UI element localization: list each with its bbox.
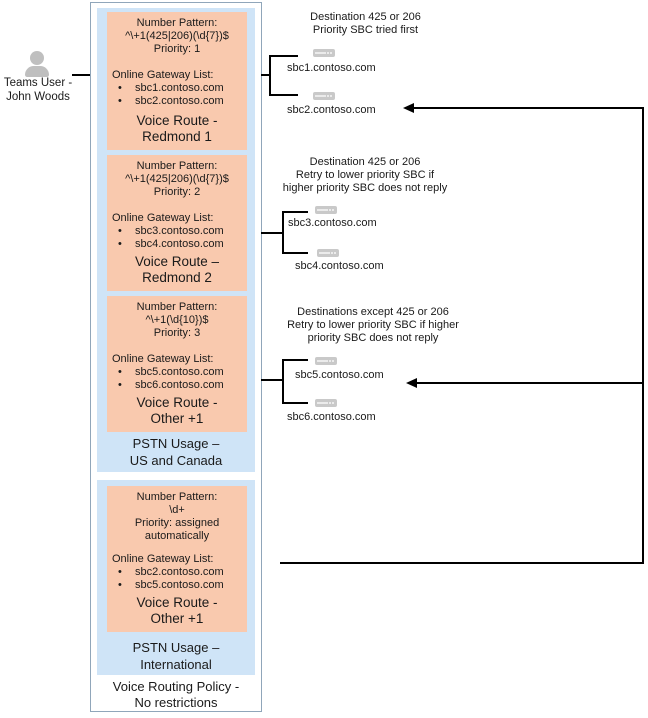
sbc-server-icon — [315, 357, 337, 365]
bullet-icon: • — [118, 238, 122, 250]
gateway-list-label: Online Gateway List: — [112, 69, 214, 81]
annotation-priority-first: Destination 425 or 206 Priority SBC trie… — [310, 11, 421, 36]
route2-bracket-vertical — [282, 211, 284, 254]
priority: Priority: 2 — [153, 186, 201, 198]
feedback-bottom-line — [280, 562, 644, 564]
gateway-list-label: Online Gateway List: — [112, 212, 214, 224]
route2-branch-sbc4 — [282, 252, 308, 254]
gateway-name: sbc2.contoso.com — [135, 95, 224, 107]
gateway-name: sbc5.contoso.com — [135, 366, 224, 378]
gateway-item: • sbc1.contoso.com — [107, 82, 224, 95]
pattern-label: Number Pattern: — [136, 160, 218, 172]
sbc4-label: sbc4.contoso.com — [295, 260, 384, 272]
pattern-label: Number Pattern: — [136, 301, 218, 313]
pattern-regex: ^\+1(425|206)(\d{7})$ — [125, 173, 229, 185]
route3-branch-sbc5 — [282, 359, 308, 361]
gateway-item: • sbc4.contoso.com — [107, 238, 224, 251]
sbc-server-icon — [313, 49, 335, 57]
gateway-item: • sbc2.contoso.com — [107, 566, 224, 579]
annotation-retry-425-206: Destination 425 or 206 Retry to lower pr… — [282, 156, 448, 194]
sbc-server-icon — [313, 92, 335, 100]
voice-route-international-box: Number Pattern: \d+ Priority: assigned a… — [107, 486, 247, 632]
priority: Priority: 1 — [153, 43, 201, 55]
route2-bracket-stub — [261, 232, 283, 234]
pattern-label: Number Pattern: — [136, 17, 218, 29]
route1-branch-sbc1 — [269, 55, 298, 57]
arrowhead-to-sbc2 — [403, 103, 414, 113]
route3-bracket-stub — [261, 379, 283, 381]
sbc2-label: sbc2.contoso.com — [287, 104, 376, 116]
bullet-icon: • — [118, 379, 122, 391]
pattern-regex: ^\+1(425|206)(\d{7})$ — [125, 30, 229, 42]
gateway-name: sbc4.contoso.com — [135, 238, 224, 250]
sbc-server-icon — [317, 249, 339, 257]
pstn-usage-international-label: PSTN Usage – International — [132, 640, 220, 672]
gateway-name: sbc3.contoso.com — [135, 225, 224, 237]
voice-route-title: Voice Route - Other +1 — [136, 395, 218, 426]
gateway-item: • sbc5.contoso.com — [107, 366, 224, 379]
route1-bracket-vertical — [269, 55, 271, 96]
priority: Priority: 3 — [153, 327, 201, 339]
voice-route-other1-box: Number Pattern: ^\+1(\d{10})$ Priority: … — [107, 296, 247, 432]
route3-branch-sbc6 — [282, 402, 308, 404]
user-to-policy-connector — [72, 74, 90, 76]
bullet-icon: • — [118, 566, 122, 578]
gateway-name: sbc5.contoso.com — [135, 579, 224, 591]
gateway-name: sbc2.contoso.com — [135, 566, 224, 578]
gateway-item: • sbc2.contoso.com — [107, 95, 224, 108]
gateway-list-label: Online Gateway List: — [112, 353, 214, 365]
pattern-regex: \d+ — [169, 504, 185, 516]
sbc-server-icon — [315, 399, 337, 407]
sbc6-label: sbc6.contoso.com — [287, 411, 376, 423]
priority: Priority: assigned automatically — [134, 517, 220, 542]
arrow-line-to-sbc2 — [413, 107, 644, 109]
voice-route-redmond1-box: Number Pattern: ^\+1(425|206)(\d{7})$ Pr… — [107, 12, 247, 150]
user-icon — [30, 51, 44, 65]
route1-branch-sbc2 — [269, 94, 298, 96]
voice-route-title: Voice Route - Other +1 — [136, 595, 218, 626]
voice-route-title: Voice Route - Redmond 1 — [136, 113, 218, 144]
route2-branch-sbc3 — [282, 211, 308, 213]
arrow-line-to-sbc5 — [416, 382, 644, 384]
arrowhead-to-sbc5 — [406, 378, 417, 388]
pattern-regex: ^\+1(\d{10})$ — [145, 314, 209, 326]
gateway-name: sbc1.contoso.com — [135, 82, 224, 94]
sbc-server-icon — [315, 206, 337, 214]
bullet-icon: • — [118, 366, 122, 378]
gateway-item: • sbc3.contoso.com — [107, 225, 224, 238]
gateway-item: • sbc6.contoso.com — [107, 379, 224, 392]
voice-routing-policy-title: Voice Routing Policy - No restrictions — [112, 679, 240, 710]
route3-bracket-vertical — [282, 359, 284, 404]
sbc1-label: sbc1.contoso.com — [287, 62, 376, 74]
teams-user-label: Teams User - John Woods — [3, 77, 73, 103]
bullet-icon: • — [118, 579, 122, 591]
route1-bracket-stub — [261, 74, 271, 76]
bullet-icon: • — [118, 95, 122, 107]
gateway-name: sbc6.contoso.com — [135, 379, 224, 391]
pattern-label: Number Pattern: — [136, 491, 218, 503]
feedback-vertical-line — [642, 107, 644, 564]
bullet-icon: • — [118, 82, 122, 94]
pstn-usage-us-canada-label: PSTN Usage – US and Canada — [129, 436, 223, 468]
voice-route-redmond2-box: Number Pattern: ^\+1(425|206)(\d{7})$ Pr… — [107, 155, 247, 291]
sbc3-label: sbc3.contoso.com — [288, 217, 377, 229]
gateway-list-label: Online Gateway List: — [112, 553, 214, 565]
voice-route-title: Voice Route – Redmond 2 — [134, 254, 220, 285]
user-icon-body — [25, 66, 49, 77]
bullet-icon: • — [118, 225, 122, 237]
sbc5-label: sbc5.contoso.com — [295, 369, 384, 381]
gateway-item: • sbc5.contoso.com — [107, 579, 224, 592]
annotation-retry-other: Destinations except 425 or 206 Retry to … — [287, 306, 459, 344]
